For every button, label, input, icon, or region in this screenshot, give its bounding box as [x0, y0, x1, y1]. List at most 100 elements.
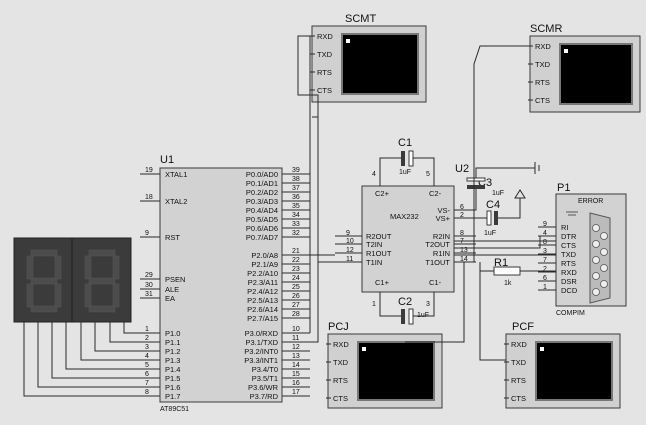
mcu-pin-name: P1.3 [165, 356, 180, 365]
compim-name: COMPIM [556, 310, 585, 317]
mcu-pin-name: P3.6/WR [248, 383, 279, 392]
capacitor-c3[interactable]: C3 1uF [454, 167, 535, 211]
compim-error: ERROR [578, 198, 603, 205]
digit-2-segments [84, 249, 120, 313]
max232-pin-name: R1OUT [366, 249, 392, 258]
mcu-pin-name: P0.2/AD2 [246, 188, 278, 197]
mcu-pin-number: 7 [145, 380, 149, 387]
mcu-pin-name: P2.1/A9 [251, 260, 278, 269]
mcu-pin-name: P2.7/A15 [247, 314, 278, 323]
c1-ref: C1 [398, 137, 412, 149]
mcu-pin-number: 35 [292, 203, 300, 210]
mcu-pin-p2-0-a8: 21 P2.0/A8 [251, 248, 310, 260]
mcu-pin-number: 32 [292, 230, 300, 237]
mcu-pin-number: 26 [292, 293, 300, 300]
terminal-title: SCMR [530, 23, 562, 35]
mcu-pin-name: P1.1 [165, 338, 180, 347]
virtual-terminals: SCMTRXDTXDRTSCTSSCMRRXDTXDRTSCTSPCJRXDTX… [310, 13, 641, 409]
max232-pin-name: C2- [429, 189, 442, 198]
max232-pin-name: T2OUT [425, 240, 450, 249]
mcu-pin-number: 24 [292, 275, 300, 282]
mcu-pin-name: P3.7/RD [250, 392, 279, 401]
mcu-pin-number: 16 [292, 380, 300, 387]
mcu-pin-name: P2.0/A8 [251, 251, 278, 260]
mcu-pin-number: 18 [145, 194, 153, 201]
max232-body[interactable] [361, 185, 455, 293]
mcu-body[interactable] [159, 167, 283, 403]
mcu-pin-name: P3.4/T0 [252, 365, 278, 374]
mcu-pin-number: 11 [292, 335, 299, 342]
mcu-pin-number: 14 [292, 362, 300, 369]
mcu-pin-number: 21 [292, 248, 300, 255]
mcu-pin-name: P3.3/INT1 [244, 356, 278, 365]
capacitor-c1[interactable]: C1 1uF [379, 137, 435, 186]
max232-pin-number: 14 [460, 256, 468, 263]
terminal-screen[interactable] [535, 341, 613, 401]
compim-pin-number: 3 [543, 248, 547, 255]
max232-pin-number: 13 [460, 247, 468, 254]
mcu-pin-name: XTAL1 [165, 170, 187, 179]
mcu-pin-number: 8 [145, 389, 149, 396]
mcu-pin-number: 30 [145, 282, 153, 289]
r1-value: 1k [504, 280, 512, 287]
compim-pin-number: 2 [543, 266, 547, 273]
terminal-pin-rts: RTS [333, 376, 348, 385]
capacitor-c4[interactable]: C4 1uF [454, 198, 521, 237]
terminal-title: PCF [512, 321, 534, 333]
mcu-pin-name: P3.1/TXD [245, 338, 278, 347]
terminal-screen[interactable] [357, 341, 435, 401]
mcu-pin-name: P0.5/AD5 [246, 215, 278, 224]
compim-pin-number: 6 [543, 275, 547, 282]
mcu-pin-name: P2.5/A13 [247, 296, 278, 305]
mcu-pin-name: P0.4/AD4 [246, 206, 278, 215]
max232-pin-number: 3 [426, 301, 430, 308]
max232-pin-name: R2OUT [366, 232, 392, 241]
capacitor-c2[interactable]: C2 1uF [379, 292, 435, 325]
mcu-pin-number: 33 [292, 221, 300, 228]
terminal-pin-rts: RTS [511, 376, 526, 385]
max232-pin-number: 8 [460, 230, 464, 237]
compim-pin-number: 4 [543, 230, 547, 237]
terminal-title: SCMT [345, 13, 376, 25]
mcu-pin-name: P0.6/AD6 [246, 224, 278, 233]
c2-ref: C2 [398, 296, 412, 308]
terminal-screen[interactable] [341, 33, 419, 95]
mcu-pin-name: P1.5 [165, 374, 180, 383]
max232-pin-name: VS+ [436, 214, 451, 223]
mcu-pin-name: P2.2/A10 [247, 269, 278, 278]
c3-value: 1uF [492, 190, 504, 197]
mcu-pin-name: P3.5/T1 [252, 374, 278, 383]
terminal-screen[interactable] [559, 43, 633, 105]
mcu-pin-name: P3.2/INT0 [244, 347, 278, 356]
terminal-pin-txd: TXD [333, 358, 349, 367]
compim-pin-name: DTR [561, 232, 577, 241]
c1-value: 1uF [399, 169, 411, 176]
mcu-pin-name: P1.2 [165, 347, 180, 356]
mcu-pin-name: P0.1/AD1 [246, 179, 278, 188]
